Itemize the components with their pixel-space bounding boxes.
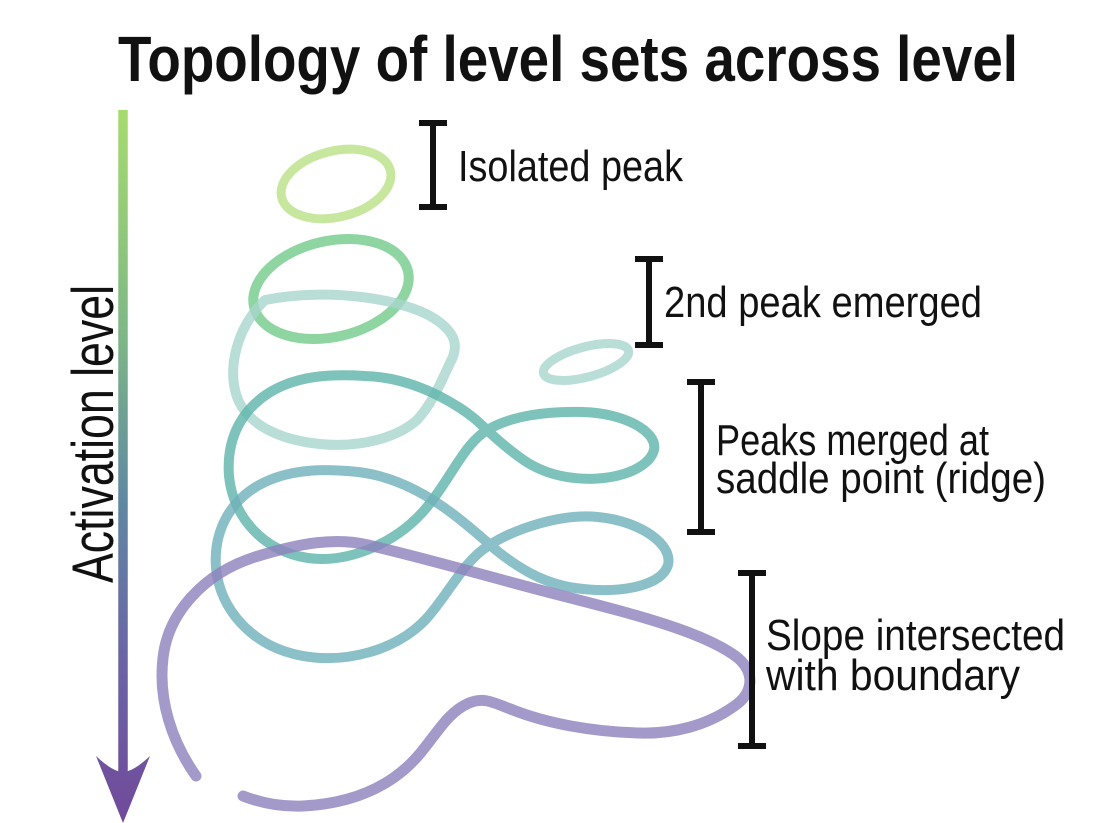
curve-level-4-merged-saddle [223, 370, 660, 564]
bracket-isolated-peak [419, 120, 447, 210]
curve-level-2-single-peak [248, 233, 414, 345]
bracket-slope-boundary [738, 570, 766, 749]
annotation-label: 2nd peak emerged [664, 278, 982, 327]
bracket-2nd-peak [635, 256, 663, 348]
level-set-curves [156, 144, 756, 812]
annotation-label-line1: Peaks merged at [716, 416, 989, 465]
axis-arrow-head-icon [96, 756, 150, 823]
diagram-title: Topology of level sets across level [118, 23, 1018, 95]
curve-level-1-isolated-peak [276, 144, 396, 224]
activation-axis: Activation level [61, 110, 150, 823]
annotation-label-line2: with boundary [765, 651, 1020, 700]
axis-label: Activation level [61, 285, 126, 583]
annotation-label: Isolated peak [458, 142, 684, 191]
annotation-label-line1: Slope intersected [766, 611, 1065, 660]
annotation-label-line2: saddle point (ridge) [716, 454, 1046, 503]
curve-level-5-merged-wide [210, 465, 674, 664]
annotation-2nd-peak: 2nd peak emerged [635, 256, 982, 348]
annotation-isolated-peak: Isolated peak [419, 120, 684, 210]
curve-level-6-boundary-intersected [156, 535, 756, 812]
curve-level-3-second-peak [538, 339, 634, 385]
annotation-peaks-merged: Peaks merged at saddle point (ridge) [687, 379, 1046, 535]
curve-level-3-main-component [228, 289, 460, 450]
annotation-slope-boundary: Slope intersected with boundary [738, 570, 1065, 749]
bracket-peaks-merged [687, 379, 715, 535]
